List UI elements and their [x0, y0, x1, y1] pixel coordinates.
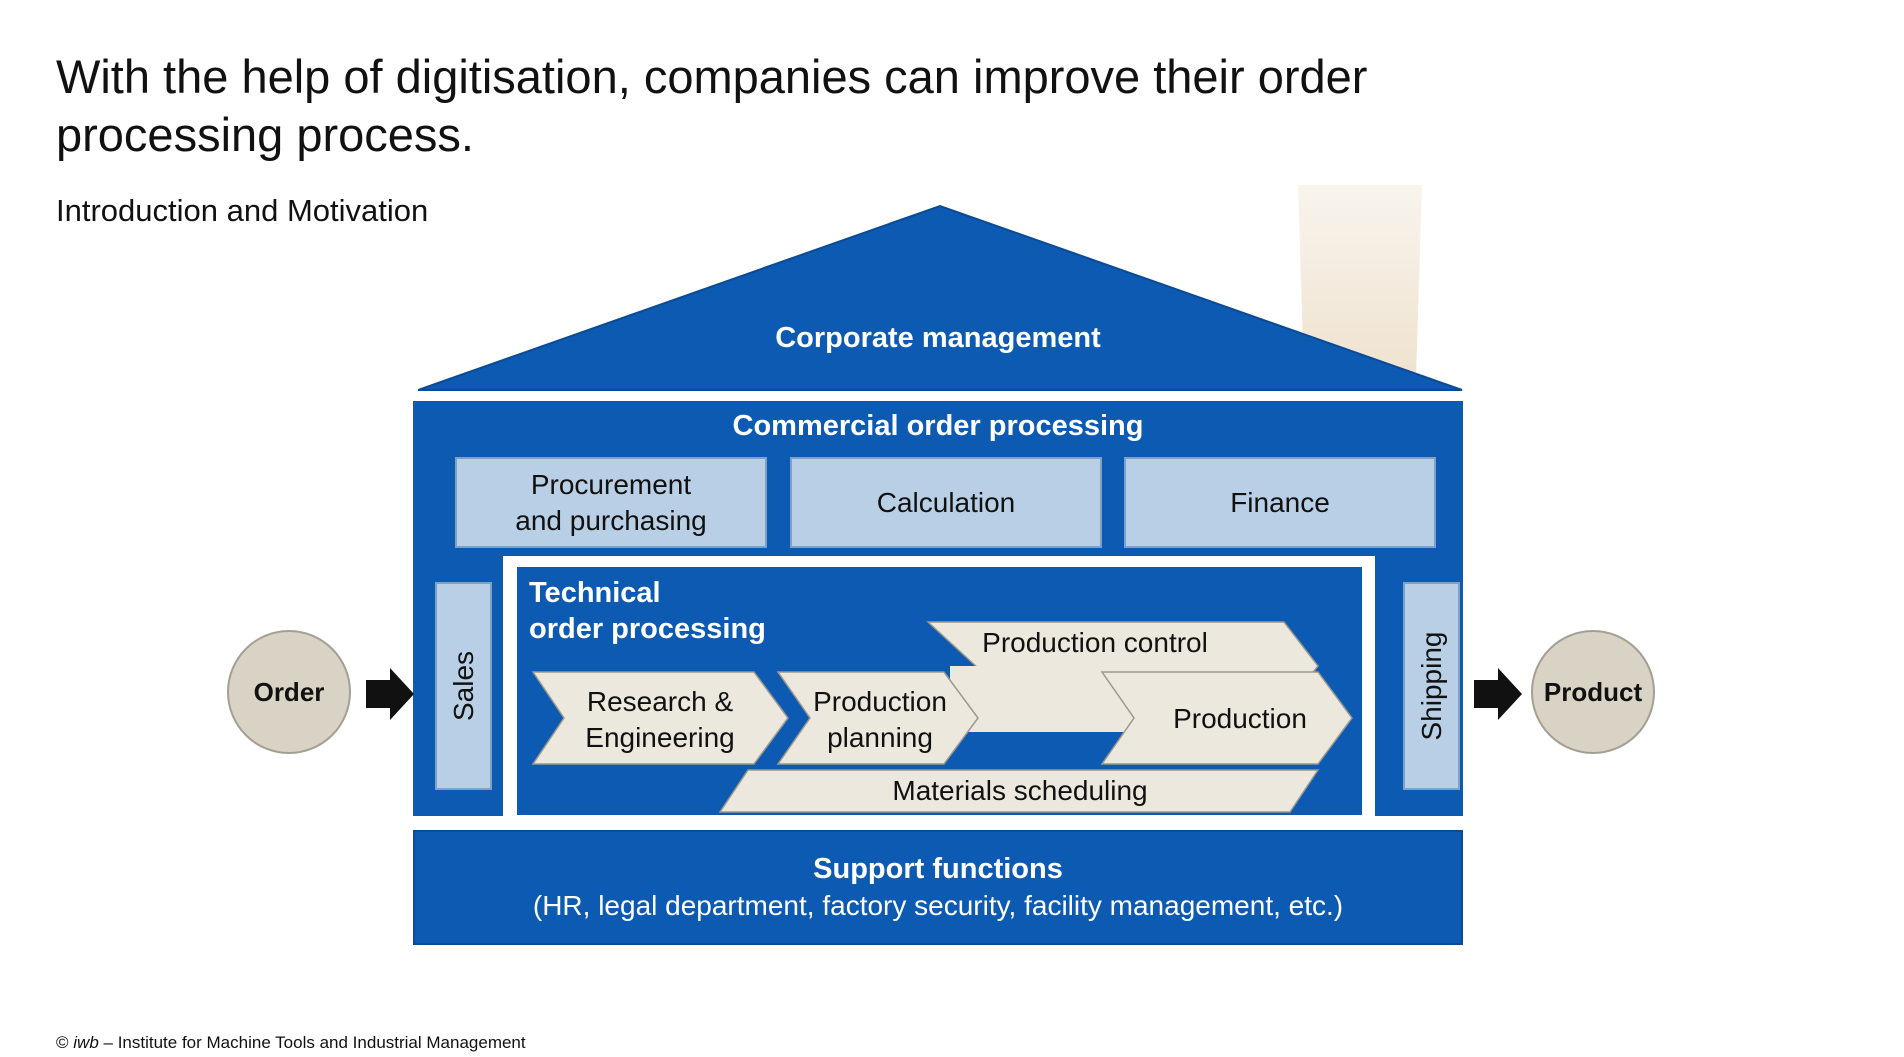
footer-brand: iwb [73, 1033, 99, 1052]
planning-label: Production planning [800, 684, 960, 756]
procurement-label: Procurement and purchasing [515, 468, 707, 536]
materials-scheduling-label: Materials scheduling [892, 775, 1148, 806]
research-label-line-2: Engineering [585, 722, 735, 753]
order-label: Order [253, 676, 325, 707]
shipping-box: Shipping [1403, 582, 1460, 790]
commercial-order-processing-label: Commercial order processing [732, 410, 1144, 442]
research-label: Research & Engineering [560, 684, 760, 756]
technical-order-processing-label: Technical order processing [529, 575, 766, 647]
footer-institute: – Institute for Machine Tools and Indust… [103, 1033, 526, 1052]
production-label: Production [1173, 703, 1307, 734]
support-functions-box: Support functions (HR, legal department,… [413, 830, 1463, 945]
materials-scheduling-chevron [718, 769, 1320, 813]
research-label-line-1: Research & [586, 686, 734, 717]
input-arrow [366, 668, 414, 720]
production-chevron [1100, 671, 1353, 765]
slide-title: With the help of digitisation, companies… [56, 48, 1556, 164]
technical-label-line-2: order processing [529, 613, 766, 645]
slide-title-line-1: With the help of digitisation, companies… [56, 50, 1368, 103]
technical-label-line-1: Technical [529, 577, 661, 609]
slide-subtitle: Introduction and Motivation [56, 193, 429, 228]
order-circle: Order [227, 630, 351, 754]
planning-label-line-2: planning [827, 722, 933, 753]
roof-shape [418, 204, 1463, 391]
calculation-box: Calculation [790, 457, 1102, 548]
support-functions-subtitle: (HR, legal department, factory security,… [532, 890, 1344, 921]
procurement-box: Procurement and purchasing [455, 457, 767, 548]
sales-box: Sales [435, 582, 492, 790]
planning-label-line-1: Production [813, 686, 947, 717]
copyright-symbol: © [56, 1033, 69, 1052]
finance-box: Finance [1124, 457, 1436, 548]
product-label: Product [1543, 676, 1643, 707]
support-functions-title: Support functions [813, 853, 1063, 885]
research-chevron [531, 671, 789, 765]
footer-copyright: © iwb – Institute for Machine Tools and … [56, 1033, 526, 1053]
slide-title-line-2: processing process. [56, 108, 474, 161]
production-control-label: Production control [982, 627, 1208, 658]
corporate-management-label: Corporate management [775, 322, 1101, 354]
planning-chevron [776, 671, 979, 765]
calculation-label: Calculation [876, 486, 1016, 518]
finance-label: Finance [1230, 486, 1330, 518]
product-circle: Product [1531, 630, 1655, 754]
output-arrow [1474, 668, 1522, 720]
